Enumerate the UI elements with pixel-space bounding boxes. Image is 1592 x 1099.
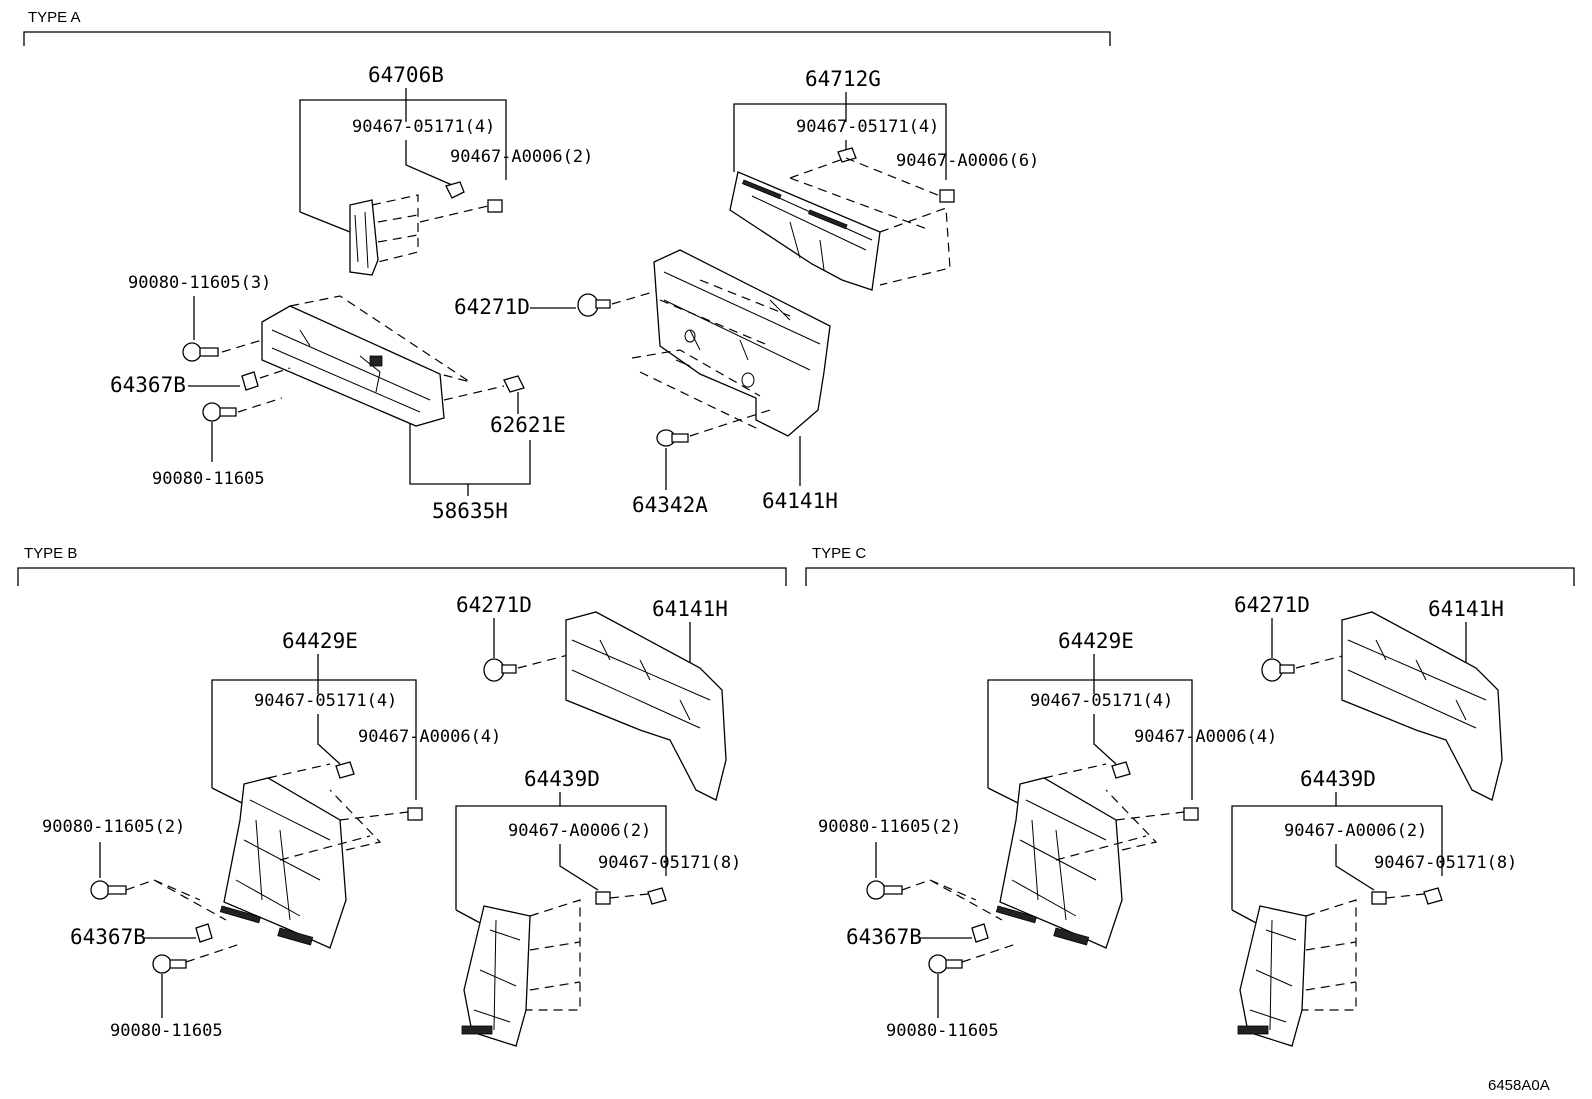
type-c-label: TYPE C bbox=[812, 545, 866, 562]
label-64342A: 64342A bbox=[632, 493, 708, 517]
label-90080-11605: 90080-11605 bbox=[152, 469, 265, 489]
rear-back-panel-part bbox=[565, 611, 727, 801]
clip-icon bbox=[195, 923, 213, 943]
label-90467-05171-8-c: 90467-05171(8) bbox=[1374, 853, 1517, 873]
rear-back-panel-part bbox=[653, 249, 831, 437]
grommet-icon bbox=[1183, 807, 1199, 821]
grommet-icon bbox=[487, 199, 503, 213]
label-64141H-b: 64141H bbox=[652, 597, 728, 621]
upper-back-panel-part bbox=[729, 171, 881, 291]
push-pin-icon bbox=[483, 658, 517, 682]
clip-icon bbox=[445, 181, 465, 199]
label-90467-05171-8-b: 90467-05171(8) bbox=[598, 853, 741, 873]
label-90467-05171-4-b: 90467-05171(4) bbox=[796, 117, 939, 137]
label-90467-A0006-4-c: 90467-A0006(4) bbox=[1134, 727, 1277, 747]
grommet-icon bbox=[1371, 891, 1387, 905]
label-64141H: 64141H bbox=[762, 489, 838, 513]
label-90467-A0006-2-b: 90467-A0006(2) bbox=[508, 821, 651, 841]
leader-64706B bbox=[299, 99, 507, 212]
label-90080-11605-c: 90080-11605 bbox=[886, 1021, 999, 1041]
label-64271D: 64271D bbox=[454, 295, 530, 319]
label-90080-11605-b: 90080-11605 bbox=[110, 1021, 223, 1041]
label-64141H-c: 64141H bbox=[1428, 597, 1504, 621]
label-64367B-b: 64367B bbox=[70, 925, 146, 949]
label-64367B-c: 64367B bbox=[846, 925, 922, 949]
label-90467-A0006-6: 90467-A0006(6) bbox=[896, 151, 1039, 171]
label-64271D-c: 64271D bbox=[1234, 593, 1310, 617]
grommet-icon bbox=[407, 807, 423, 821]
label-64271D-b: 64271D bbox=[456, 593, 532, 617]
bolt-icon bbox=[90, 880, 127, 900]
type-b-label: TYPE B bbox=[24, 545, 77, 562]
label-90080-11605-2-b: 90080-11605(2) bbox=[42, 817, 185, 837]
side-trim-part bbox=[1239, 905, 1307, 1047]
label-90467-A0006-2-c: 90467-A0006(2) bbox=[1284, 821, 1427, 841]
label-62621E: 62621E bbox=[490, 413, 566, 437]
type-a-group: 64706B 90467-05171(4) 90467-A0006(2) 647… bbox=[110, 63, 1039, 523]
type-b-bracket bbox=[17, 567, 787, 586]
bolt-icon bbox=[866, 880, 903, 900]
label-64439D-c: 64439D bbox=[1300, 767, 1376, 791]
clip-icon bbox=[1423, 887, 1443, 905]
type-b-group: 64271D 64141H 64429E 90467-05171(4) 9046… bbox=[42, 593, 741, 1047]
clip-icon bbox=[1111, 761, 1131, 779]
clip-icon bbox=[647, 887, 667, 905]
type-c-group: 64271D 64141H 64429E 90467-05171(4) 9046… bbox=[818, 593, 1517, 1047]
clip-icon bbox=[241, 371, 259, 391]
label-90080-11605-3: 90080-11605(3) bbox=[128, 273, 271, 293]
pillar-trim-part bbox=[349, 199, 379, 276]
type-a-label: TYPE A bbox=[28, 9, 81, 26]
type-c-bracket bbox=[805, 567, 1575, 586]
clip-icon bbox=[837, 147, 857, 163]
label-90467-05171-4-a: 90467-05171(4) bbox=[352, 117, 495, 137]
clip-icon bbox=[971, 923, 989, 943]
side-trim-part bbox=[223, 777, 347, 949]
side-trim-part bbox=[463, 905, 531, 1047]
grommet-icon bbox=[939, 189, 955, 203]
bolt-icon bbox=[202, 402, 237, 422]
screw-icon bbox=[656, 429, 689, 447]
figure-code: 6458A0A bbox=[1488, 1077, 1550, 1094]
label-64706B: 64706B bbox=[368, 63, 444, 87]
clip-icon bbox=[503, 375, 525, 393]
label-64429E-b: 64429E bbox=[282, 629, 358, 653]
label-58635H: 58635H bbox=[432, 499, 508, 523]
label-90080-11605-2-c: 90080-11605(2) bbox=[818, 817, 961, 837]
rear-back-panel-part bbox=[1341, 611, 1503, 801]
bolt-icon bbox=[182, 342, 219, 362]
label-90467-05171-4-c: 90467-05171(4) bbox=[1030, 691, 1173, 711]
label-90467-A0006-4-b: 90467-A0006(4) bbox=[358, 727, 501, 747]
label-90467-05171-4-b: 90467-05171(4) bbox=[254, 691, 397, 711]
grommet-icon bbox=[595, 891, 611, 905]
label-90467-A0006-2: 90467-A0006(2) bbox=[450, 147, 593, 167]
bolt-icon bbox=[152, 954, 187, 974]
clip-icon bbox=[335, 761, 355, 779]
push-pin-icon bbox=[1261, 658, 1295, 682]
push-pin-icon bbox=[577, 293, 611, 317]
label-64429E-c: 64429E bbox=[1058, 629, 1134, 653]
type-a-bracket bbox=[23, 31, 1111, 46]
label-64712G: 64712G bbox=[805, 67, 881, 91]
label-64439D-b: 64439D bbox=[524, 767, 600, 791]
bolt-icon bbox=[928, 954, 963, 974]
label-64367B: 64367B bbox=[110, 373, 186, 397]
side-trim-part bbox=[999, 777, 1123, 949]
